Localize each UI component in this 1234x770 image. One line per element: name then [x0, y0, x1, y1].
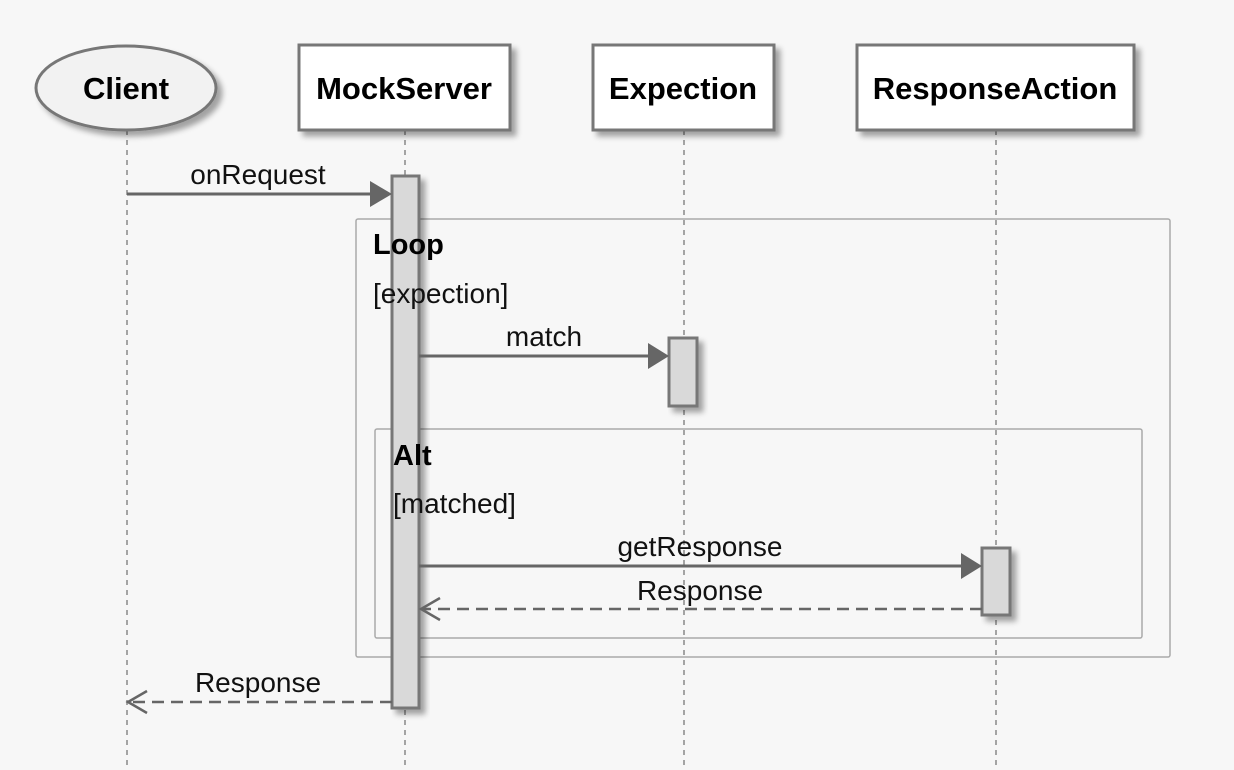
participant-responseaction: ResponseAction: [855, 43, 1136, 132]
participant-mockserver: MockServer: [297, 43, 512, 132]
message-getresponse: getResponse: [419, 531, 982, 579]
alt-frame-border: [374, 428, 1143, 639]
loop-frame-border: [355, 218, 1171, 658]
message-match: match: [419, 321, 669, 369]
response-outer-label: Response: [195, 667, 321, 698]
message-response-outer: Response: [125, 667, 392, 715]
responseaction-activation: [980, 546, 1012, 617]
mockserver-label: MockServer: [316, 71, 492, 106]
mockserver-box: [297, 43, 512, 132]
client-actor-shape: [34, 44, 218, 132]
expection-activation: [667, 336, 699, 408]
response-inner-arrowhead: [418, 596, 441, 622]
responseaction-label: ResponseAction: [873, 71, 1118, 106]
expection-label: Expection: [609, 71, 757, 106]
loop-frame-title: Loop: [373, 229, 444, 261]
alt-frame-title: Alt: [393, 440, 432, 472]
onrequest-label: onRequest: [190, 159, 326, 190]
mockserver-activation: [390, 174, 421, 710]
loop-frame-guard: [expection]: [373, 278, 508, 309]
message-onrequest: onRequest: [127, 159, 392, 207]
response-outer-arrowhead: [125, 689, 148, 715]
match-arrowhead: [648, 343, 669, 369]
loop-frame: [355, 218, 1171, 658]
responseaction-box: [855, 43, 1136, 132]
client-label: Client: [83, 71, 169, 106]
alt-frame: [374, 428, 1143, 639]
onrequest-arrowhead: [370, 181, 392, 207]
message-response-inner: Response: [418, 575, 982, 622]
response-inner-label: Response: [637, 575, 763, 606]
participant-expection: Expection: [591, 43, 776, 132]
alt-frame-guard: [matched]: [393, 488, 516, 519]
getresponse-arrowhead: [961, 553, 982, 579]
match-label: match: [506, 321, 582, 352]
expection-box: [591, 43, 776, 132]
getresponse-label: getResponse: [617, 531, 782, 562]
participant-client: Client: [34, 44, 218, 132]
